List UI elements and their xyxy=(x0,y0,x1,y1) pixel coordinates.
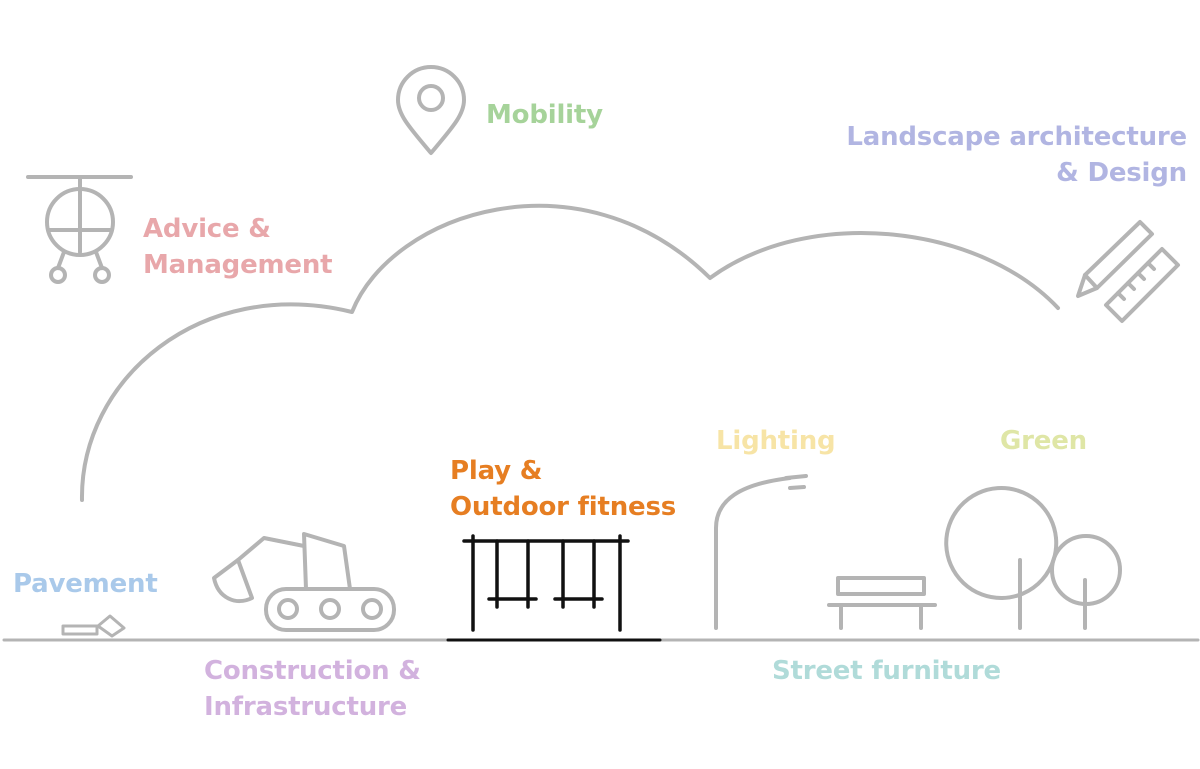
street-lamp-icon[interactable] xyxy=(714,474,808,630)
play-label[interactable]: Play & Outdoor fitness xyxy=(450,453,676,525)
advice-label-line-2: Management xyxy=(143,250,333,280)
construction-label-line-1: Construction & xyxy=(204,656,421,686)
map-pin-icon[interactable] xyxy=(396,65,466,155)
mobility-label-line-1: Mobility xyxy=(486,100,603,130)
landscape-label-line-2: & Design xyxy=(1056,158,1187,188)
excavator-icon[interactable] xyxy=(212,532,396,632)
green-label[interactable]: Green xyxy=(1000,423,1087,459)
green-label-line-1: Green xyxy=(1000,426,1087,456)
advice-label-line-1: Advice & xyxy=(143,214,271,244)
pencil-ruler-icon[interactable] xyxy=(1076,220,1180,323)
pavement-label-line-1: Pavement xyxy=(13,569,158,599)
paving-stones-icon[interactable] xyxy=(61,614,126,638)
cloud-outline xyxy=(79,203,1060,502)
swing-set-icon[interactable] xyxy=(462,534,630,632)
bench-icon[interactable] xyxy=(827,576,937,630)
construction-label[interactable]: Construction & Infrastructure xyxy=(204,653,421,725)
play-label-line-1: Play & xyxy=(450,456,543,486)
lighting-label-line-1: Lighting xyxy=(716,426,836,456)
lighting-label[interactable]: Lighting xyxy=(716,423,836,459)
mobility-label[interactable]: Mobility xyxy=(486,97,603,133)
street-furniture-label-line-1: Street furniture xyxy=(772,656,1001,686)
construction-label-line-2: Infrastructure xyxy=(204,692,408,722)
helicopter-icon[interactable] xyxy=(26,175,133,284)
trees-icon[interactable] xyxy=(944,486,1122,630)
advice-label[interactable]: Advice & Management xyxy=(143,211,333,283)
landscape-label[interactable]: Landscape architecture & Design xyxy=(846,119,1187,191)
play-label-line-2: Outdoor fitness xyxy=(450,492,676,522)
pavement-label[interactable]: Pavement xyxy=(13,566,158,602)
landscape-label-line-1: Landscape architecture xyxy=(846,122,1187,152)
street-furniture-label[interactable]: Street furniture xyxy=(772,653,1001,689)
